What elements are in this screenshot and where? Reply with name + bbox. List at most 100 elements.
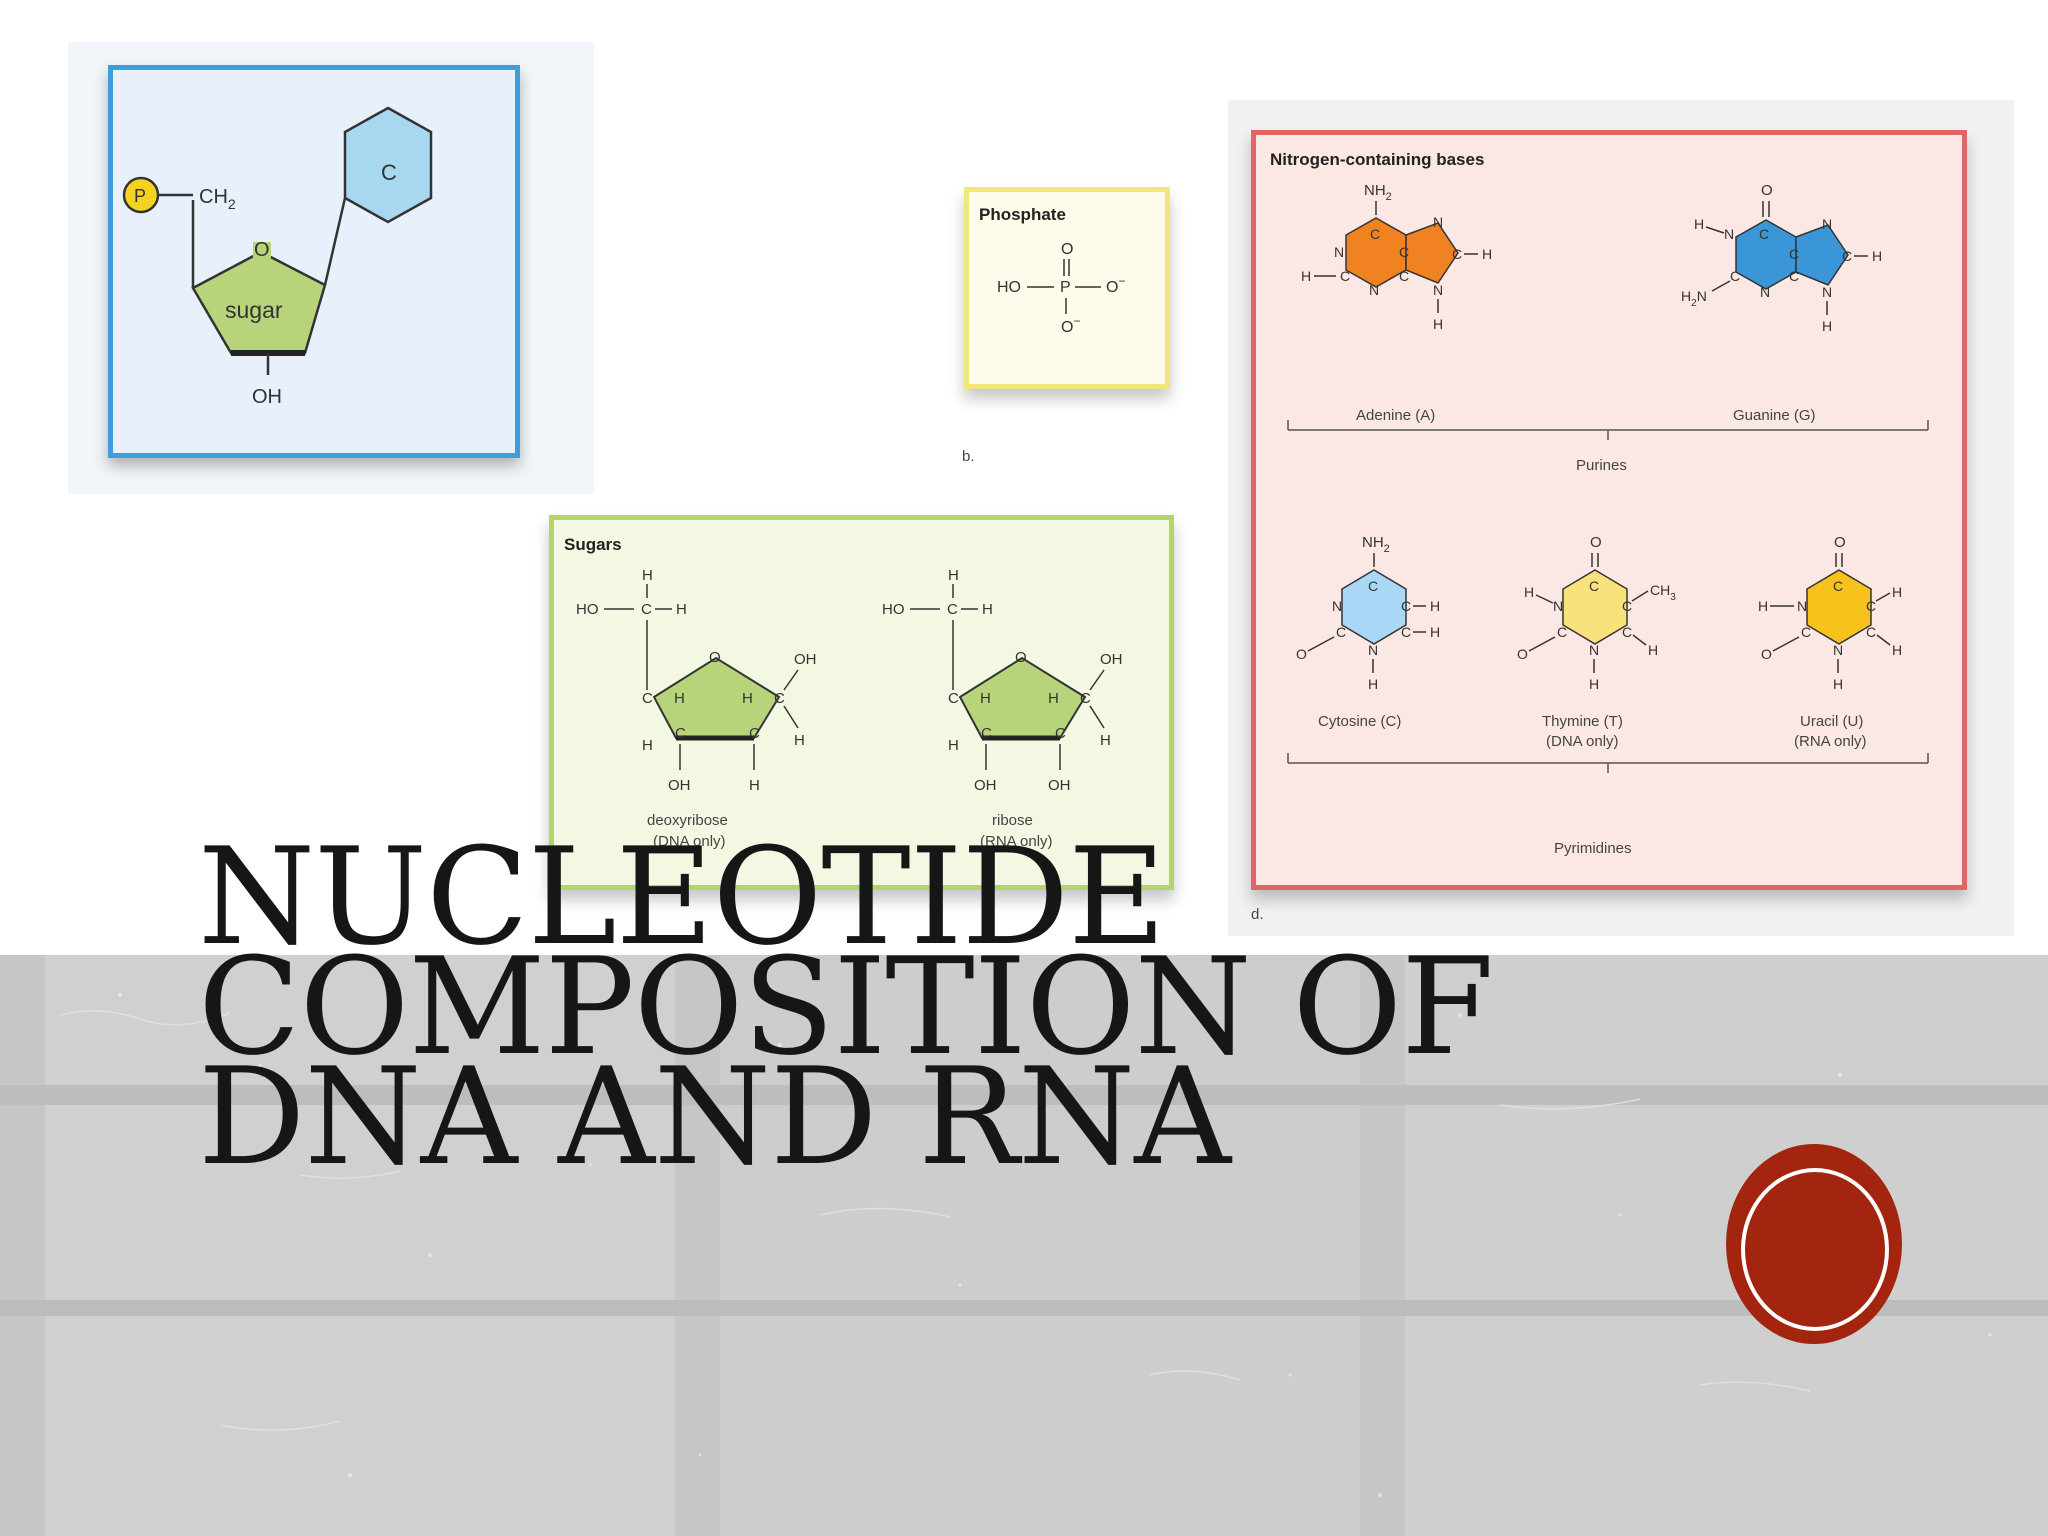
hydroxyl-label: OH: [252, 386, 282, 408]
guanine-structure: O C N H C C N C N C H N H H2N Guanine (G…: [1681, 182, 1882, 424]
svg-text:H: H: [1648, 642, 1658, 658]
svg-text:H: H: [1589, 676, 1599, 692]
svg-text:N: N: [1589, 642, 1599, 658]
base-symbol: C: [381, 160, 397, 185]
svg-text:C: C: [749, 725, 760, 742]
sugars-title: Sugars: [564, 535, 622, 554]
svg-text:N: N: [1833, 642, 1843, 658]
uracil-note: (RNA only): [1794, 733, 1867, 750]
nucleotide-panel: C O sugar CH2 P OH: [108, 65, 520, 458]
ribose-note: (RNA only): [980, 833, 1053, 850]
svg-text:H: H: [1430, 598, 1440, 614]
svg-text:C: C: [1557, 624, 1567, 640]
svg-text:C: C: [1866, 624, 1876, 640]
svg-text:C: C: [1336, 624, 1346, 640]
svg-text:C: C: [675, 725, 686, 742]
title-line-1: Nucleotide: [198, 819, 1166, 975]
svg-text:C: C: [1730, 268, 1740, 284]
svg-text:N: N: [1369, 282, 1379, 298]
svg-text:H: H: [674, 690, 685, 707]
svg-text:H: H: [1100, 732, 1111, 749]
svg-text:C: C: [1833, 578, 1843, 594]
glycosidic-bond: [323, 197, 347, 286]
svg-text:C: C: [1340, 268, 1350, 284]
bases-title: Nitrogen-containing bases: [1270, 150, 1484, 169]
sugars-structures: Sugars H HO C H O C H H C OH H H C C: [564, 535, 1123, 850]
svg-text:C: C: [1368, 578, 1378, 594]
svg-text:C: C: [1399, 244, 1409, 260]
svg-text:H: H: [794, 732, 805, 749]
svg-text:N: N: [1433, 282, 1443, 298]
svg-text:N: N: [1332, 598, 1342, 614]
svg-text:C: C: [1452, 246, 1462, 262]
decorative-ring: [1741, 1168, 1889, 1331]
svg-text:H: H: [1694, 216, 1704, 232]
title-line-2: composition of: [198, 929, 1494, 1085]
uracil-structure: O C N H C H C H C O N H Uracil (U) (RNA …: [1758, 534, 1902, 750]
purines-label: Purines: [1576, 457, 1627, 474]
svg-text:N: N: [1553, 598, 1563, 614]
title-line-3: DNA and RNA: [198, 1039, 1231, 1195]
svg-text:C: C: [947, 601, 958, 618]
guanine-label: Guanine (G): [1733, 407, 1816, 424]
svg-text:H2N: H2N: [1681, 288, 1707, 309]
svg-text:C: C: [1622, 624, 1632, 640]
thymine-note: (DNA only): [1546, 733, 1619, 750]
svg-text:C: C: [1789, 268, 1799, 284]
svg-text:H: H: [982, 601, 993, 618]
slide-title: Nucleotide composition of DNA and RNA: [198, 819, 1494, 1195]
phosphate-caption: b.: [962, 448, 975, 465]
svg-text:H: H: [1524, 584, 1534, 600]
ribose-structure: H HO C H O C H H C OH H H C C OH OH: [882, 567, 1123, 850]
svg-text:H: H: [1301, 268, 1311, 284]
svg-text:H: H: [1822, 318, 1832, 334]
deoxyribose-note: (DNA only): [653, 833, 726, 850]
svg-text:P: P: [1060, 279, 1071, 296]
svg-text:H: H: [676, 601, 687, 618]
svg-text:OH: OH: [668, 777, 691, 794]
sugars-caption: c.: [550, 906, 562, 923]
svg-text:O: O: [1590, 534, 1602, 551]
svg-text:H: H: [1048, 690, 1059, 707]
svg-text:OH: OH: [974, 777, 997, 794]
svg-text:N: N: [1368, 642, 1378, 658]
uracil-label: Uracil (U): [1800, 713, 1863, 730]
cytosine-structure: NH2 C N C H C H C O N H Cytosine (C): [1296, 534, 1440, 730]
ch2-label: CH2: [199, 186, 236, 212]
svg-text:H: H: [1872, 248, 1882, 264]
svg-text:NH2: NH2: [1364, 182, 1392, 203]
phosphate-structure: Phosphate O HO P O− O−: [979, 205, 1125, 336]
purines-bracket: [1287, 420, 1929, 440]
sugar-ring: [191, 250, 327, 355]
svg-text:H: H: [980, 690, 991, 707]
deoxyribose-structure: H HO C H O C H H C OH H H C C OH H: [576, 567, 817, 850]
svg-text:N: N: [1760, 284, 1770, 300]
thymine-label: Thymine (T): [1542, 713, 1623, 730]
svg-text:NH2: NH2: [1362, 534, 1390, 555]
phosphate-title: Phosphate: [979, 205, 1066, 224]
svg-text:C: C: [1080, 690, 1091, 707]
svg-text:C: C: [774, 690, 785, 707]
phosphate-panel: Phosphate O HO P O− O−: [964, 187, 1170, 389]
svg-text:CH3: CH3: [1650, 582, 1676, 603]
svg-text:O: O: [1761, 646, 1772, 662]
svg-text:C: C: [1399, 268, 1409, 284]
phosphate-circle: [122, 176, 160, 214]
bases-caption: d.: [1251, 906, 1264, 923]
svg-text:C: C: [1801, 624, 1811, 640]
sugar-label: sugar: [225, 297, 283, 323]
svg-text:C: C: [981, 725, 992, 742]
svg-text:C: C: [641, 601, 652, 618]
svg-text:C: C: [1401, 624, 1411, 640]
svg-text:H: H: [1433, 316, 1443, 332]
svg-text:C: C: [1622, 598, 1632, 614]
svg-text:H: H: [642, 737, 653, 754]
svg-text:C: C: [1789, 246, 1799, 262]
bases-panel: Nitrogen-containing bases NH2 C N C C N …: [1251, 130, 1967, 890]
svg-text:C: C: [1842, 248, 1852, 264]
svg-text:H: H: [1482, 246, 1492, 262]
svg-text:H: H: [1758, 598, 1768, 614]
svg-text:O: O: [1061, 241, 1073, 258]
pyrimidines-bracket: [1287, 753, 1929, 773]
svg-text:H: H: [749, 777, 760, 794]
